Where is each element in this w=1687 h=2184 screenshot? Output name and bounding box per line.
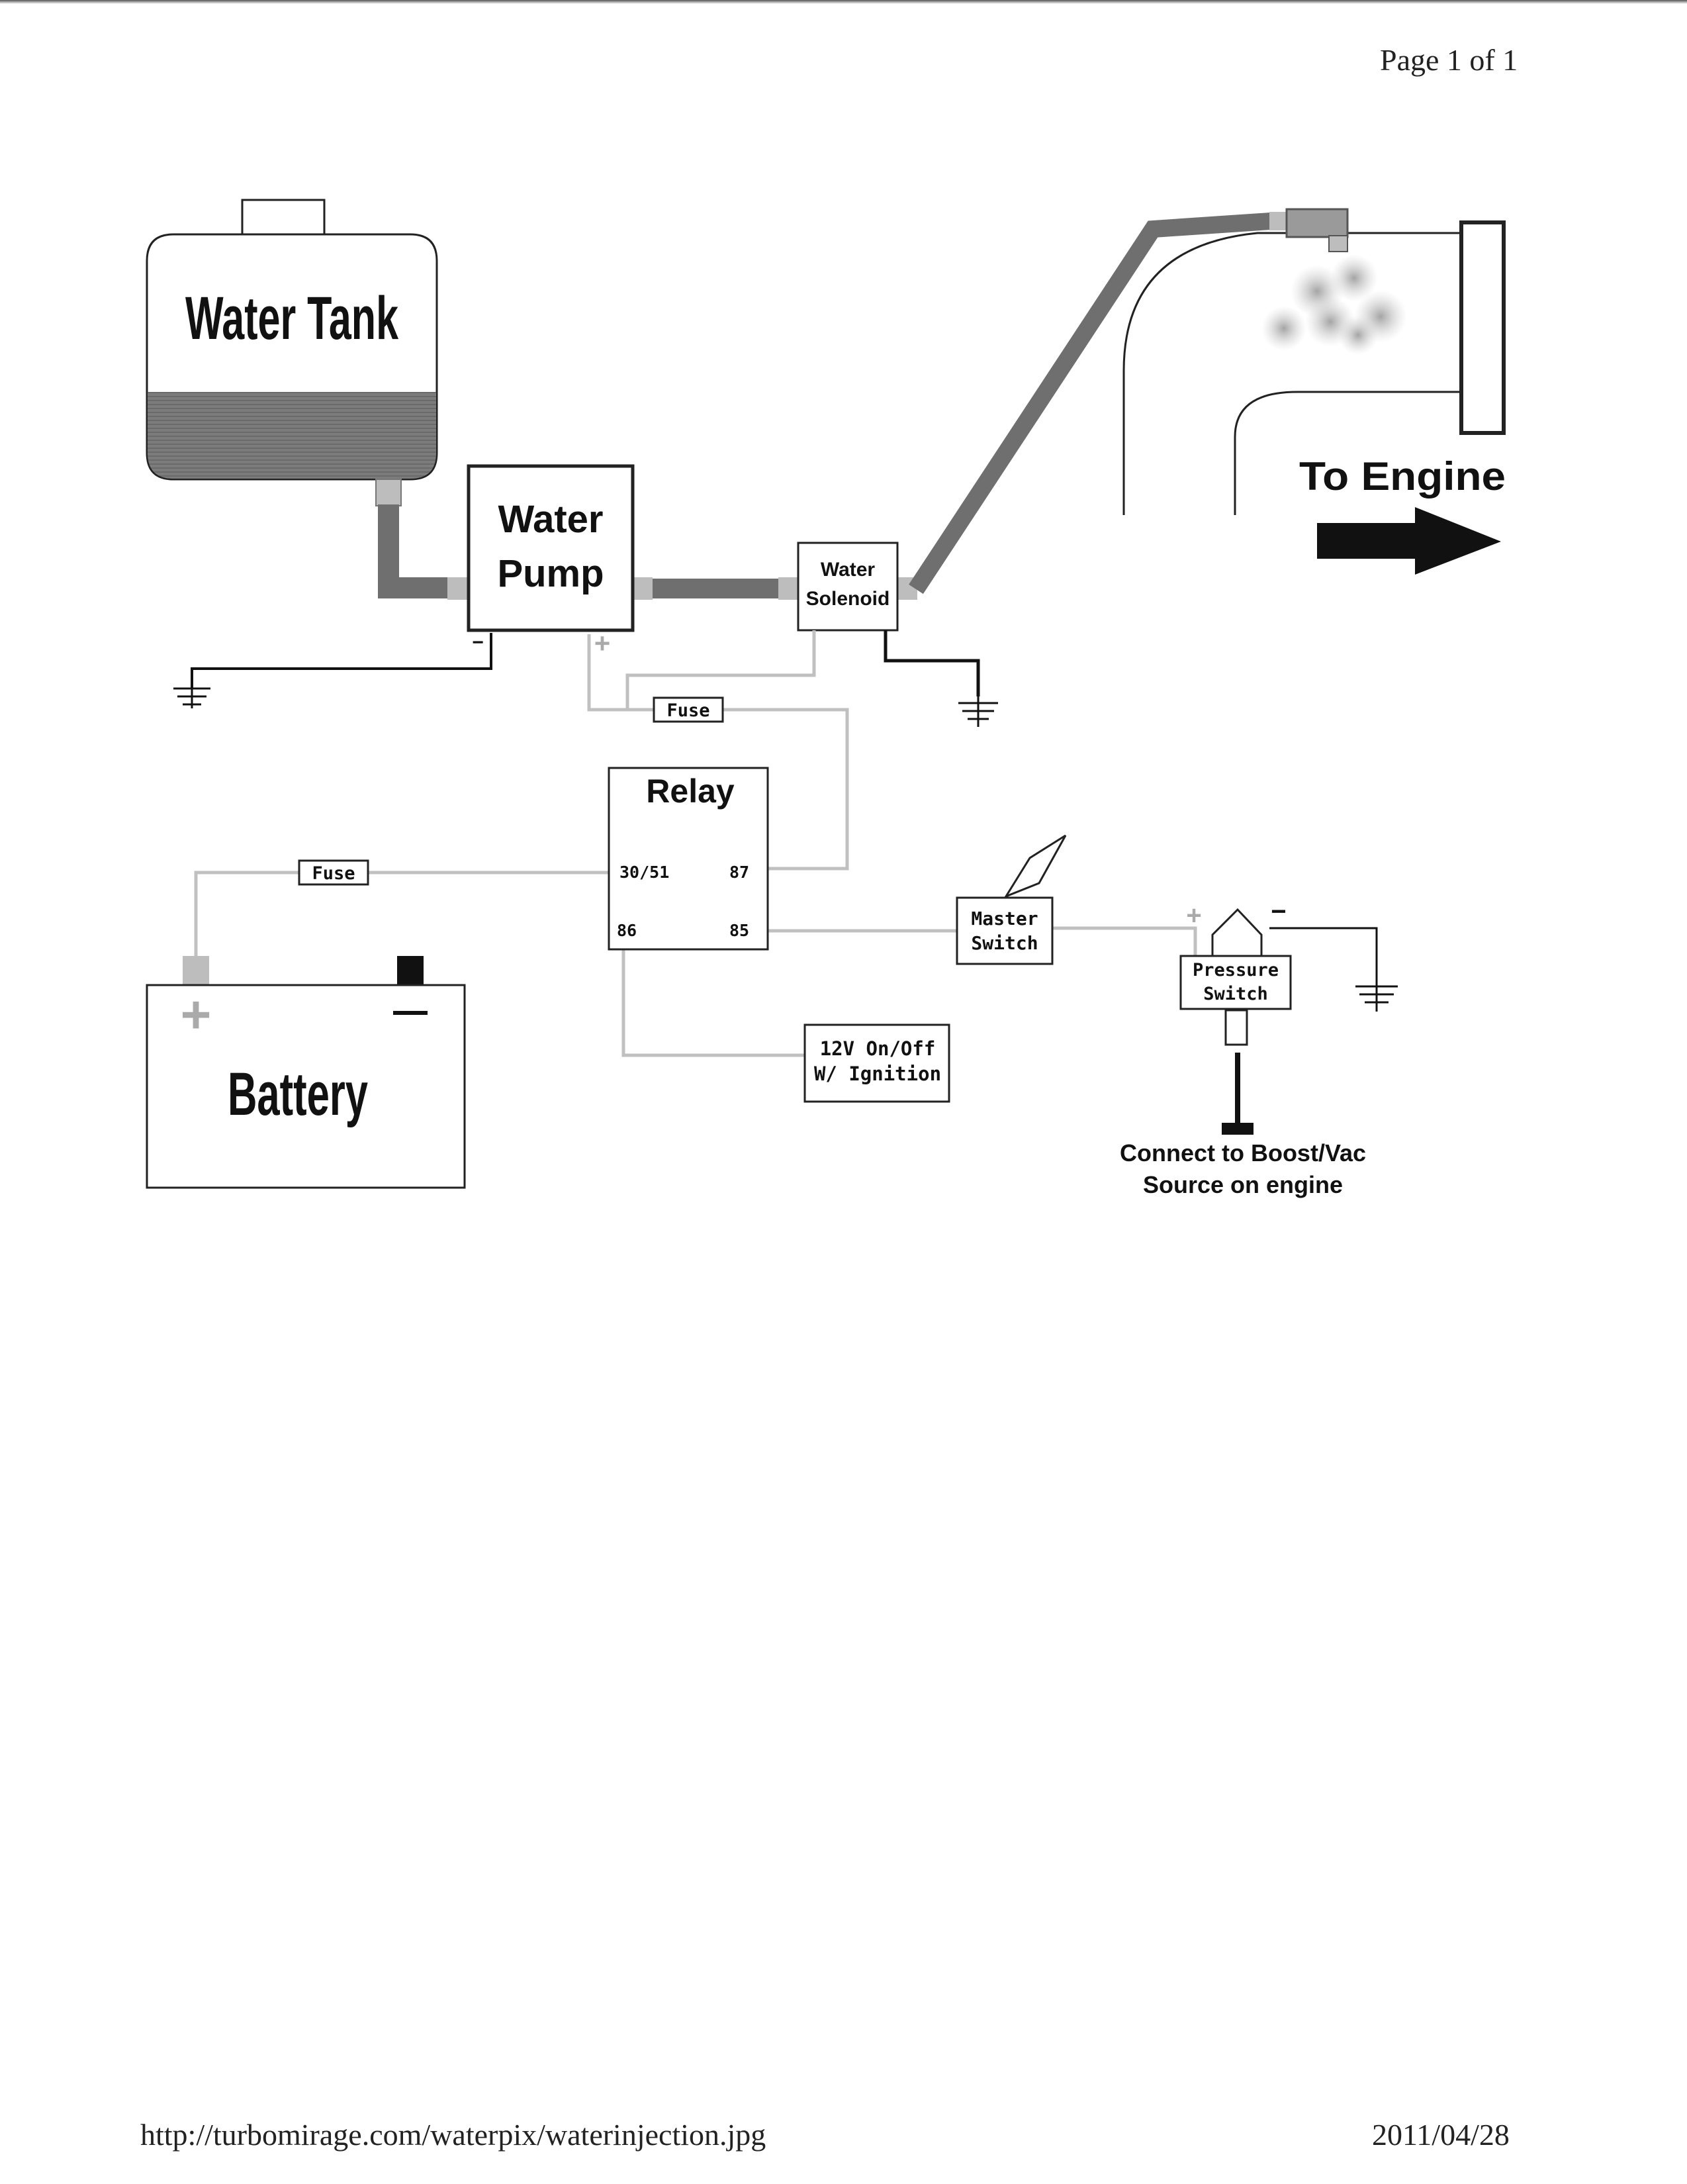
battery-positive-post — [183, 956, 209, 985]
battery-body — [146, 984, 466, 1189]
pump-positive-wire — [587, 634, 654, 712]
pressure-switch-positive: + — [1186, 901, 1201, 930]
water-tank-label: Water Tank — [185, 285, 399, 352]
intake-pipe — [1122, 208, 1506, 515]
fuse-top-label: Fuse — [666, 700, 709, 721]
intake-flange — [1459, 220, 1506, 435]
water-solenoid-box — [797, 542, 899, 632]
tank-water-level — [148, 392, 436, 479]
relay: Relay 30/51 87 86 85 — [608, 767, 769, 951]
pressure-switch-label-line1: Pressure — [1193, 960, 1279, 980]
injection-nozzle — [1269, 208, 1349, 252]
relay-87-wire — [723, 708, 849, 871]
pressure-switch-box — [1179, 955, 1292, 1010]
tank-cap — [241, 199, 326, 236]
master-switch-label-line1: Master — [971, 908, 1038, 929]
fuse-left: Fuse — [298, 859, 369, 886]
footer-url: http://turbomirage.com/waterpix/waterinj… — [140, 2118, 766, 2152]
to-engine-label: To Engine — [1299, 454, 1506, 499]
master-switch-lever-icon — [1003, 834, 1067, 899]
water-pump-box — [467, 464, 635, 632]
boost-vac-fitting — [1222, 1123, 1254, 1135]
wiring — [191, 630, 1378, 1135]
ignition-box — [803, 1023, 950, 1103]
pressure-switch-label-line2: Switch — [1203, 984, 1268, 1004]
pump-inlet-fitting — [447, 577, 469, 600]
boost-source-label-line1: Connect to Boost/Vac — [1120, 1139, 1366, 1166]
water-tank: Water Tank — [146, 199, 438, 481]
pressure-switch-port — [1224, 1009, 1248, 1046]
relay-86-ignition-wire — [621, 949, 806, 1057]
solenoid-to-nozzle-hose — [909, 213, 1271, 594]
water-solenoid-label-line2: Solenoid — [806, 588, 890, 610]
master-switch: Master Switch — [956, 834, 1067, 965]
scan-edge — [0, 0, 1687, 4]
water-pump-label-line1: Water — [498, 498, 604, 541]
footer-date: 2011/04/28 — [1372, 2118, 1510, 2152]
ground-icon-pump — [173, 682, 210, 708]
solenoid-ground-wire — [884, 630, 980, 696]
pump-to-solenoid-hose — [653, 579, 778, 598]
solenoid-positive-wire — [625, 630, 816, 710]
hoses — [375, 213, 1271, 600]
ignition-label-line1: 12V On/Off — [820, 1037, 936, 1060]
master-switch-label-line2: Switch — [971, 932, 1038, 954]
pump-negative-terminal: − — [472, 632, 484, 653]
ignition-source: 12V On/Off W/ Ignition — [803, 1023, 950, 1103]
page-number: Page 1 of 1 — [1380, 43, 1518, 77]
battery: + Battery — [146, 956, 466, 1189]
relay-title: Relay — [646, 773, 735, 810]
relay-pin-30-51: 30/51 — [619, 863, 669, 882]
water-pump: Water Pump − + — [467, 464, 635, 659]
battery-label: Battery — [228, 1061, 368, 1128]
pump-positive-terminal: + — [594, 628, 611, 659]
master-switch-box — [956, 896, 1054, 965]
pressure-switch: + − Pressure Switch — [1179, 897, 1292, 1046]
battery-negative-post — [397, 956, 424, 985]
solenoid-inlet-fitting — [778, 577, 798, 600]
boost-source-label-line2: Source on engine — [1143, 1171, 1343, 1198]
battery-positive-wire — [194, 871, 299, 956]
water-pump-label-line2: Pump — [497, 552, 604, 595]
intake-inner-wall — [1234, 391, 1461, 515]
relay-pin-85: 85 — [729, 921, 749, 940]
fuse-top: Fuse — [653, 696, 724, 723]
ignition-label-line2: W/ Ignition — [814, 1063, 941, 1085]
master-to-pressure-wire — [1052, 926, 1197, 956]
pressure-switch-negative: − — [1271, 897, 1286, 926]
water-solenoid: Water Solenoid — [797, 542, 899, 632]
water-solenoid-label-line1: Water — [821, 559, 876, 581]
relay-pin-87: 87 — [729, 863, 749, 882]
pressure-switch-contact-icon — [1211, 908, 1263, 956]
fuse-left-label: Fuse — [312, 863, 355, 884]
pump-ground-wire — [191, 633, 492, 688]
tank-outlet-fitting — [375, 479, 402, 506]
ground-icon-pressure-switch — [1355, 980, 1398, 1012]
pump-outlet-fitting — [633, 577, 653, 600]
battery-positive-symbol: + — [181, 985, 212, 1044]
to-engine-arrow-icon — [1317, 507, 1501, 575]
relay-box — [608, 767, 769, 951]
water-mist-spray — [1261, 254, 1407, 355]
tank-to-pump-hose — [378, 504, 447, 598]
intake-outer-wall — [1122, 232, 1461, 515]
relay-pin-86: 86 — [617, 921, 637, 940]
ground-icon-solenoid — [958, 688, 998, 727]
